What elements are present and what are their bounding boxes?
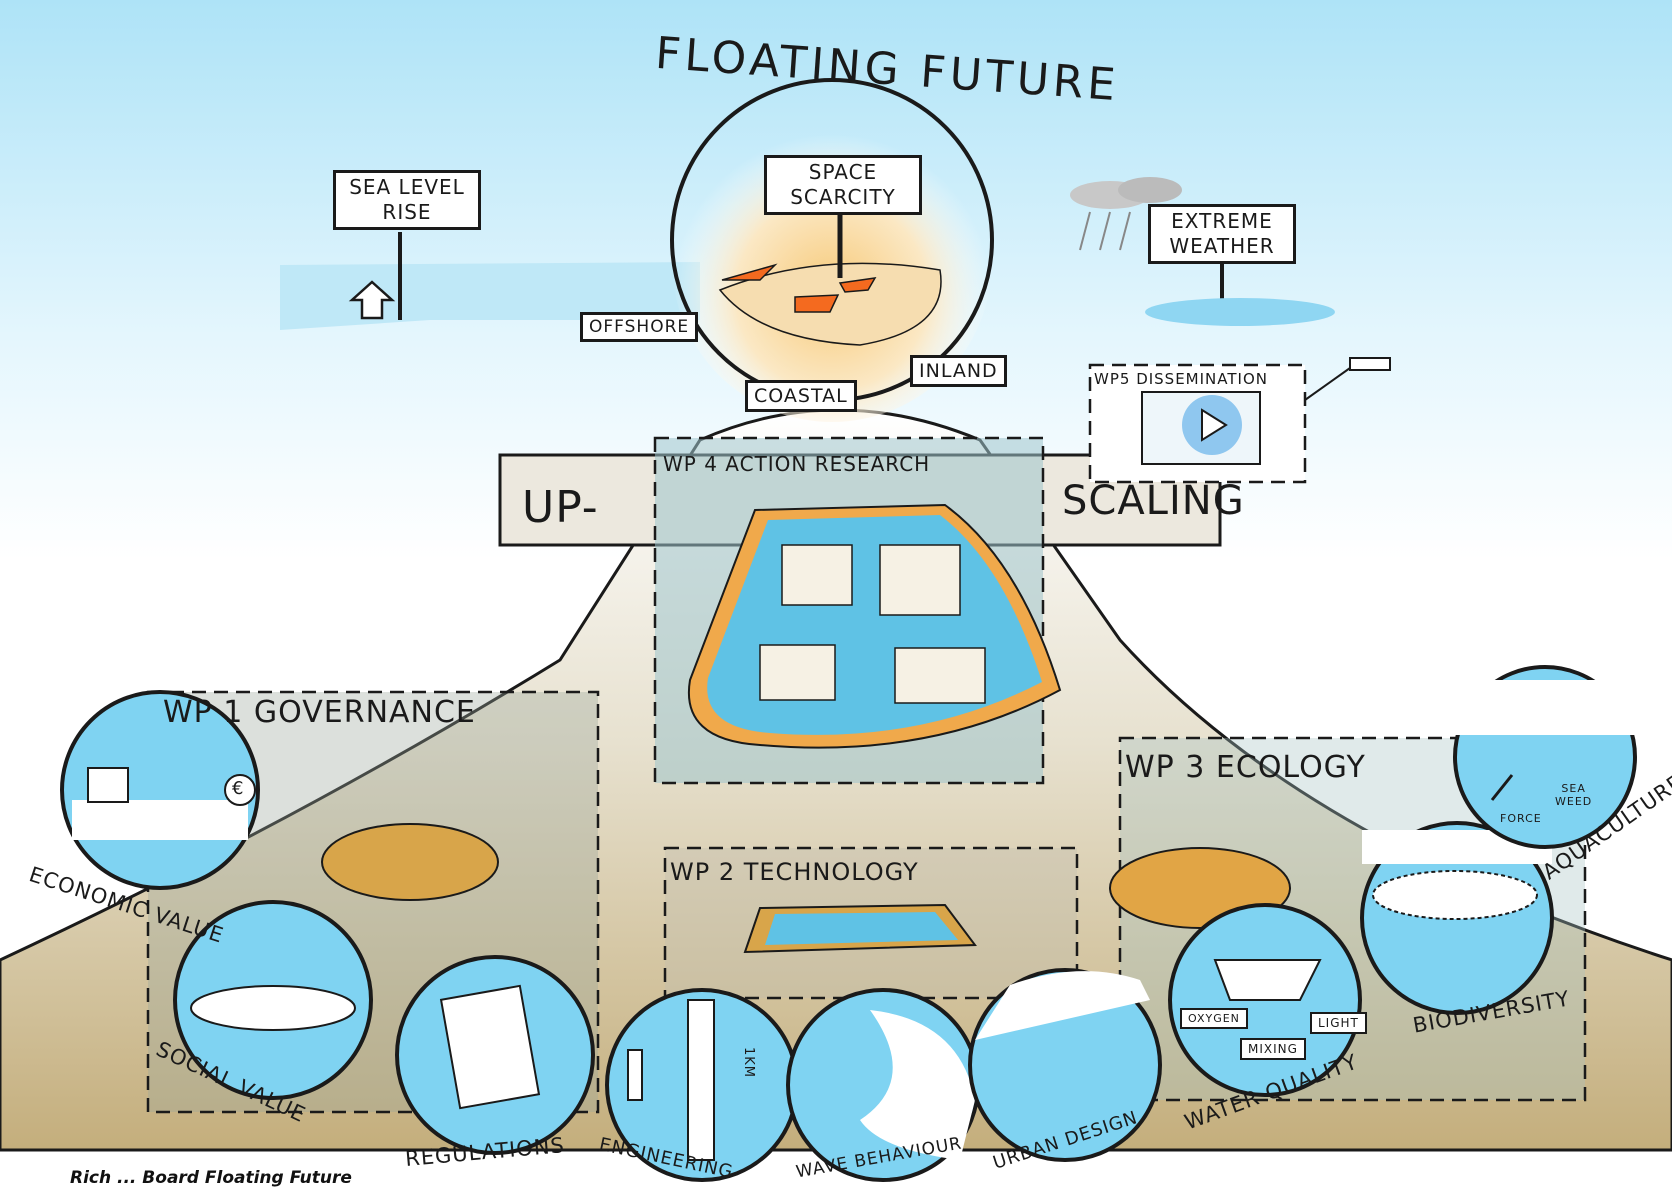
wp5-label: WP5 DISSEMINATION — [1094, 370, 1268, 388]
wp2-label: WP 2 TECHNOLOGY — [670, 858, 919, 886]
sign-line: SPACE — [808, 160, 878, 184]
inland-label: INLAND — [910, 355, 1007, 387]
social-value-circle — [173, 900, 373, 1100]
wave-tank-water — [765, 912, 958, 945]
water-quality-circle — [1168, 903, 1362, 1097]
wave-behaviour-circle — [786, 988, 980, 1182]
oxygen-label: OXYGEN — [1180, 1008, 1248, 1029]
urban-design-circle — [968, 968, 1162, 1162]
biodiversity-circle — [1360, 821, 1554, 1015]
upscaling-left: UP- — [522, 482, 599, 533]
seaweed-line: WEED — [1555, 795, 1593, 808]
sign-line: WEATHER — [1169, 234, 1275, 258]
force-arrow-icon — [1490, 774, 1514, 801]
model-block-4 — [894, 647, 986, 704]
seaweed-line: SEA — [1561, 782, 1586, 795]
sign-line: RISE — [382, 200, 432, 224]
km-label: 1KM — [741, 1046, 757, 1079]
aquaculture-circle — [1453, 665, 1637, 849]
rain-cloud-icon — [1070, 177, 1182, 251]
wp1-label: WP 1 GOVERNANCE — [163, 695, 476, 730]
model-block-3 — [759, 644, 836, 701]
play-icon — [1201, 408, 1228, 442]
engineering-circle — [605, 988, 799, 1182]
seaweed-label: SEA WEED — [1555, 782, 1592, 808]
space-scarcity-sign: SPACE SCARCITY — [764, 155, 922, 215]
floating-platform-2 — [838, 277, 877, 293]
sign-line: EXTREME — [1171, 209, 1273, 233]
regulations-circle — [395, 955, 595, 1155]
caption: Rich ... Board Floating Future — [70, 1168, 352, 1188]
puddle — [1145, 298, 1335, 326]
wp4-label: WP 4 ACTION RESEARCH — [663, 452, 931, 476]
sign-line: SCARCITY — [790, 185, 896, 209]
euro-symbol: € — [232, 778, 245, 799]
floating-platform-3 — [794, 294, 840, 313]
sign-line: SEA LEVEL — [349, 175, 465, 199]
up-arrow-icon — [348, 280, 396, 320]
force-label: FORCE — [1500, 812, 1542, 825]
mixing-label: MIXING — [1240, 1038, 1306, 1060]
coastal-label: COASTAL — [745, 380, 857, 412]
governance-table — [321, 823, 499, 901]
light-label: LIGHT — [1310, 1012, 1367, 1034]
extreme-weather-sign: EXTREME WEATHER — [1148, 204, 1296, 264]
offshore-label: OFFSHORE — [580, 312, 699, 342]
wp3-label: WP 3 ECOLOGY — [1125, 750, 1366, 785]
model-block-1 — [781, 544, 853, 606]
upscaling-right: SCALING — [1062, 478, 1245, 524]
model-block-2 — [879, 544, 961, 616]
sea-level-rise-sign: SEA LEVEL RISE — [333, 170, 481, 230]
economic-value-circle — [60, 690, 260, 890]
floating-platform-1 — [721, 263, 778, 281]
satellite-icon — [1304, 357, 1391, 401]
